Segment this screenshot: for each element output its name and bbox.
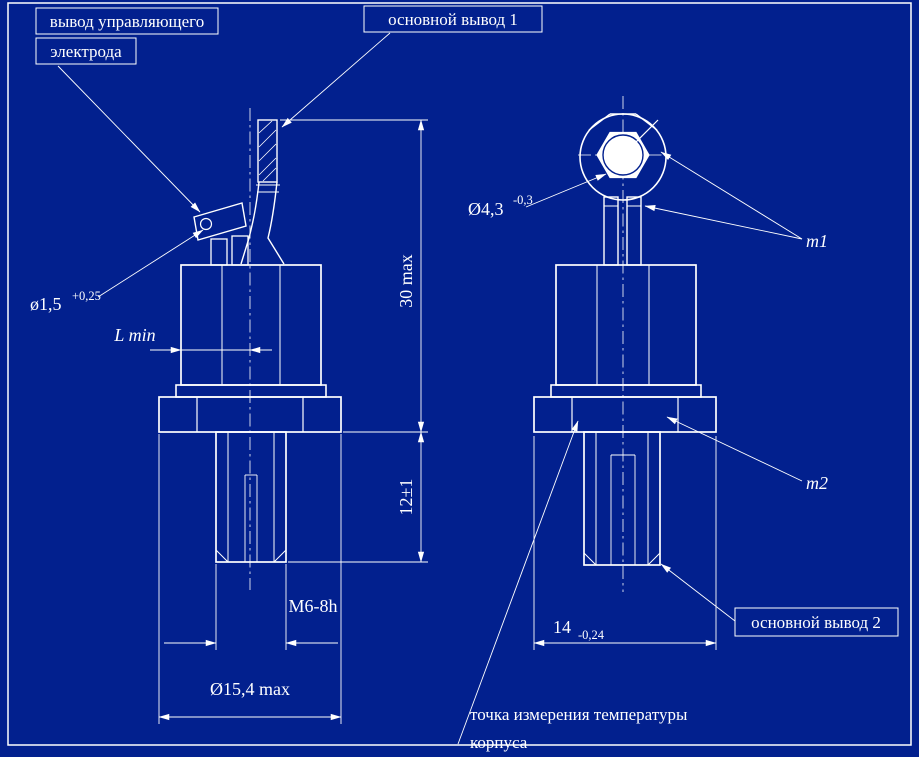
temp-point-label-line2: корпуса [470,733,528,752]
figure-left-view [158,108,342,590]
main-lead-1-leader [281,32,391,128]
leaders-left [57,32,391,298]
hole-diameter-leader [525,173,607,208]
dim-l-min: L min [113,325,155,345]
main-lead-2-callout-box [734,607,899,637]
control-electrode-callout-box-1 [35,7,219,35]
dim-hole-diameter-tol: -0,3 [513,193,533,207]
dim-control-lead-diameter: ø1,5 [30,294,62,314]
dim-across-flats: 14 [553,617,571,637]
temp-point-leader [457,420,579,745]
control-electrode-lead [193,202,249,266]
m1-leader-1 [660,151,803,240]
right-hex-nut [533,396,717,433]
temp-point-label-line1: точка измерения температуры [470,705,688,724]
dim-hex-diameter: Ø15,4 max [210,679,290,699]
figure-right-view [533,96,717,592]
drawing-frame [7,2,912,746]
control-electrode-callout-line1: вывод управляющего [50,12,204,31]
control-electrode-callout-box-2 [35,37,137,65]
lug-hole [602,134,644,176]
dimensions-right [457,151,803,745]
left-body [180,264,322,386]
right-flange [550,384,702,398]
main-lead-1-wire [240,119,285,265]
left-stud [215,431,287,563]
lug-hex-nut [596,131,650,179]
dim-hole-diameter: Ø4,3 [468,199,504,219]
control-diameter-leader [97,229,204,298]
control-lead-hole [199,217,213,231]
dim-stud-length: 12±1 [396,479,416,516]
dimensions-left [150,119,428,724]
right-stud [583,431,661,566]
dim-height-max: 30 max [396,254,416,308]
dim-thread: М6-8h [289,596,338,616]
lug-crimp-barrel [603,196,642,266]
label-m1: m1 [806,231,828,251]
control-electrode-callout-line2: электрода [50,42,122,61]
main-lead-2-callout: основной вывод 2 [751,613,881,632]
main-lead-2-leader [660,563,736,622]
dim-control-lead-diameter-tol: +0,25 [72,289,101,303]
right-body [555,264,697,386]
control-electrode-leader [57,65,201,213]
main-lead-1-callout: основной вывод 1 [388,10,518,29]
label-m2: m2 [806,473,828,493]
left-flange [175,384,327,398]
m2-leader [666,416,803,482]
m1-leader-2 [644,205,803,240]
dim-across-flats-tol: -0,24 [578,628,605,642]
main-lead-1-callout-box [363,5,543,33]
